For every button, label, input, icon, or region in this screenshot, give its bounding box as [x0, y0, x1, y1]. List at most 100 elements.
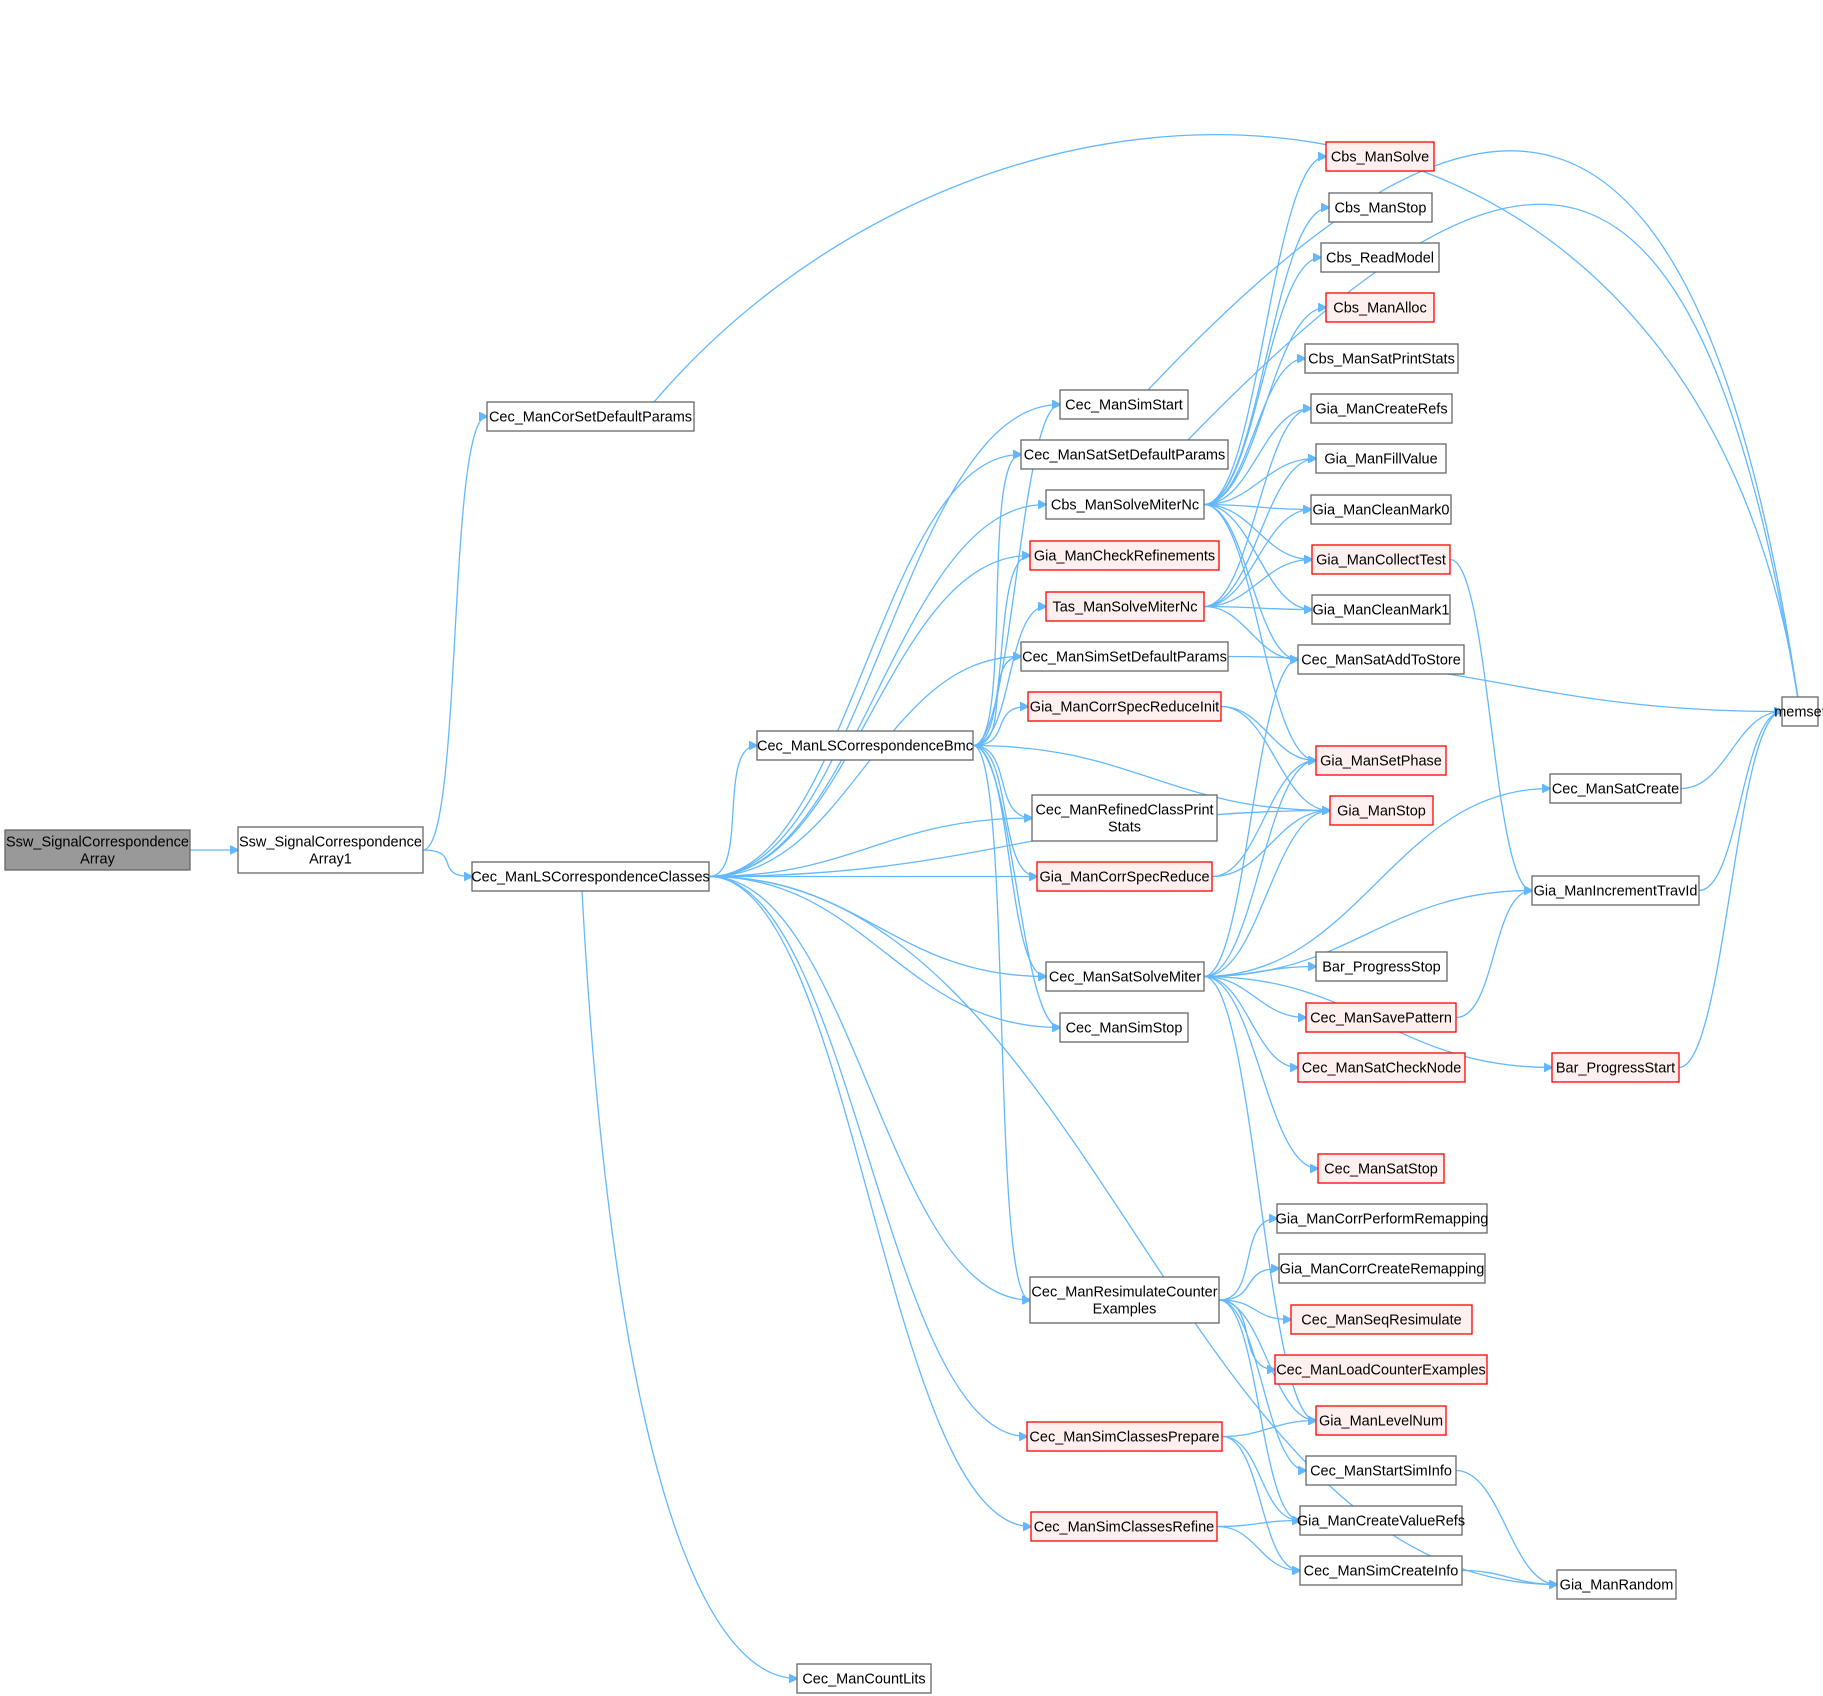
- node-label: Cbs_ManAlloc: [1333, 301, 1427, 317]
- node-createinfo[interactable]: Cec_ManSimCreateInfo: [1299, 1555, 1463, 1586]
- node-lscls[interactable]: Cec_ManLSCorrespondenceClasses: [471, 861, 710, 892]
- edge-lscls-to-checkref: [708, 556, 1030, 878]
- node-fillval[interactable]: Gia_ManFillValue: [1315, 443, 1447, 474]
- node-simstart[interactable]: Cec_ManSimStart: [1059, 389, 1189, 420]
- node-label: Tas_ManSolveMiterNc: [1052, 600, 1197, 616]
- node-memset[interactable]: memset: [1774, 696, 1823, 727]
- node-label: Cec_ManLSCorrespondenceBmc: [757, 739, 973, 755]
- node-box: [1299, 1555, 1463, 1586]
- edge-travid-to-memset: [1698, 712, 1782, 892]
- edge-lscls-to-clsprep: [708, 875, 1027, 1437]
- node-box: [1297, 644, 1465, 675]
- edge-corrinit-to-giastop: [1220, 705, 1330, 811]
- node-cbsstop[interactable]: Cbs_ManStop: [1328, 192, 1433, 223]
- node-box: [1020, 641, 1229, 672]
- node-addstore[interactable]: Cec_ManSatAddToStore: [1297, 644, 1465, 675]
- edge-clsprep-to-createinfo: [1221, 1435, 1300, 1571]
- node-box: [1030, 1511, 1218, 1542]
- node-loadce[interactable]: Cec_ManLoadCounterExamples: [1274, 1354, 1488, 1385]
- node-box: [1311, 594, 1451, 625]
- node-label: Cec_ManCorSetDefaultParams: [489, 410, 692, 426]
- node-cbsmiter[interactable]: Cbs_ManSolveMiterNc: [1045, 489, 1205, 520]
- node-label: Cec_ManSimCreateInfo: [1304, 1564, 1459, 1580]
- node-satstop[interactable]: Cec_ManSatStop: [1317, 1153, 1445, 1184]
- node-corrinit[interactable]: Gia_ManCorrSpecReduceInit: [1027, 691, 1222, 722]
- node-box: [1059, 1012, 1189, 1043]
- node-box: [1531, 875, 1700, 906]
- node-cbsread[interactable]: Cbs_ReadModel: [1320, 242, 1440, 273]
- node-label: Cec_ManRefinedClassPrint: [1035, 803, 1213, 819]
- node-satcreate[interactable]: Cec_ManSatCreate: [1549, 773, 1682, 804]
- node-valrefs[interactable]: Gia_ManCreateValueRefs: [1297, 1505, 1465, 1536]
- node-lsbmc[interactable]: Cec_ManLSCorrespondenceBmc: [756, 730, 974, 761]
- node-label: Gia_ManCheckRefinements: [1034, 549, 1215, 565]
- edge-satmiter-to-addstore: [1203, 660, 1298, 978]
- node-collect[interactable]: Gia_ManCollectTest: [1311, 544, 1451, 575]
- node-checknode[interactable]: Cec_ManSatCheckNode: [1297, 1052, 1466, 1083]
- node-label: Cec_ManSimClassesPrepare: [1029, 1430, 1219, 1446]
- node-simsetdef[interactable]: Cec_ManSimSetDefaultParams: [1020, 641, 1229, 672]
- edge-lscls-to-simsetdef: [708, 657, 1021, 878]
- node-satsetdef[interactable]: Cec_ManSatSetDefaultParams: [1020, 439, 1229, 470]
- edge-lscls-to-refprint: [708, 818, 1032, 878]
- node-createremap[interactable]: Gia_ManCorrCreateRemapping: [1278, 1253, 1486, 1284]
- node-clean0[interactable]: Gia_ManCleanMark0: [1310, 494, 1452, 525]
- node-pstart[interactable]: Bar_ProgressStart: [1551, 1052, 1680, 1083]
- node-levelnum[interactable]: Gia_ManLevelNum: [1315, 1405, 1447, 1436]
- node-clsref[interactable]: Cec_ManSimClassesRefine: [1030, 1511, 1218, 1542]
- node-label: Gia_ManCreateRefs: [1315, 402, 1447, 418]
- node-cbsprint[interactable]: Cbs_ManSatPrintStats: [1304, 343, 1459, 374]
- node-label: Gia_ManStop: [1337, 804, 1426, 820]
- edge-lscls-to-lsbmc: [708, 746, 757, 878]
- node-countlits[interactable]: Cec_ManCountLits: [796, 1663, 932, 1694]
- node-label: memset: [1774, 705, 1823, 721]
- edge-a1-to-lscls: [422, 849, 472, 877]
- node-cbsalloc[interactable]: Cbs_ManAlloc: [1325, 292, 1435, 323]
- node-travid[interactable]: Gia_ManIncrementTravId: [1531, 875, 1700, 906]
- node-label: Cec_ManSatCreate: [1552, 782, 1679, 798]
- edge-cbsmiter-to-collect: [1203, 503, 1312, 560]
- node-box: [1310, 393, 1453, 424]
- node-startsim[interactable]: Cec_ManStartSimInfo: [1305, 1455, 1457, 1486]
- edge-corrspec-to-giastop: [1211, 811, 1330, 878]
- node-cbssolve[interactable]: Cbs_ManSolve: [1325, 141, 1435, 172]
- node-box: [1328, 192, 1433, 223]
- node-clsprep[interactable]: Cec_ManSimClassesPrepare: [1026, 1421, 1223, 1452]
- edge-satmiter-to-checknode: [1203, 975, 1298, 1068]
- edge-lsbmc-to-resim: [972, 744, 1030, 1301]
- node-label: Cec_ManSavePattern: [1310, 1011, 1452, 1027]
- node-box: [1310, 494, 1452, 525]
- node-clean1[interactable]: Gia_ManCleanMark1: [1311, 594, 1451, 625]
- node-box: [1036, 861, 1213, 892]
- edge-lscls-to-countlits: [581, 890, 797, 1679]
- node-giastop[interactable]: Gia_ManStop: [1329, 795, 1434, 826]
- node-corrspec[interactable]: Gia_ManCorrSpecReduce: [1036, 861, 1213, 892]
- edge-a1-to-corset: [422, 417, 487, 851]
- node-label: Cec_ManSeqResimulate: [1301, 1313, 1461, 1329]
- node-simstop[interactable]: Cec_ManSimStop: [1059, 1012, 1189, 1043]
- edge-clsprep-to-levelnum: [1221, 1421, 1316, 1438]
- node-checkref[interactable]: Gia_ManCheckRefinements: [1029, 540, 1220, 571]
- node-box: [1274, 1354, 1488, 1385]
- node-label: Cec_ManSimStart: [1065, 398, 1183, 414]
- node-seqresim[interactable]: Cec_ManSeqResimulate: [1290, 1304, 1473, 1335]
- node-random[interactable]: Gia_ManRandom: [1556, 1569, 1677, 1600]
- node-pstop[interactable]: Bar_ProgressStop: [1315, 951, 1448, 982]
- node-label: Gia_ManCleanMark1: [1312, 603, 1449, 619]
- edge-resim-to-remapping: [1218, 1219, 1277, 1301]
- node-createrefs[interactable]: Gia_ManCreateRefs: [1310, 393, 1453, 424]
- edge-lsbmc-to-tasmiter: [972, 607, 1046, 747]
- node-tasmiter[interactable]: Tas_ManSolveMiterNc: [1045, 591, 1205, 622]
- node-setphase[interactable]: Gia_ManSetPhase: [1315, 745, 1447, 776]
- edge-clsref-to-createinfo: [1216, 1525, 1300, 1571]
- node-remapping[interactable]: Gia_ManCorrPerformRemapping: [1276, 1203, 1489, 1234]
- node-corset[interactable]: Cec_ManCorSetDefaultParams: [486, 401, 695, 432]
- node-label: Cbs_ManSolveMiterNc: [1051, 498, 1199, 514]
- node-savepat[interactable]: Cec_ManSavePattern: [1305, 1002, 1457, 1033]
- node-box: [1551, 1052, 1680, 1083]
- node-satmiter[interactable]: Cec_ManSatSolveMiter: [1045, 961, 1205, 992]
